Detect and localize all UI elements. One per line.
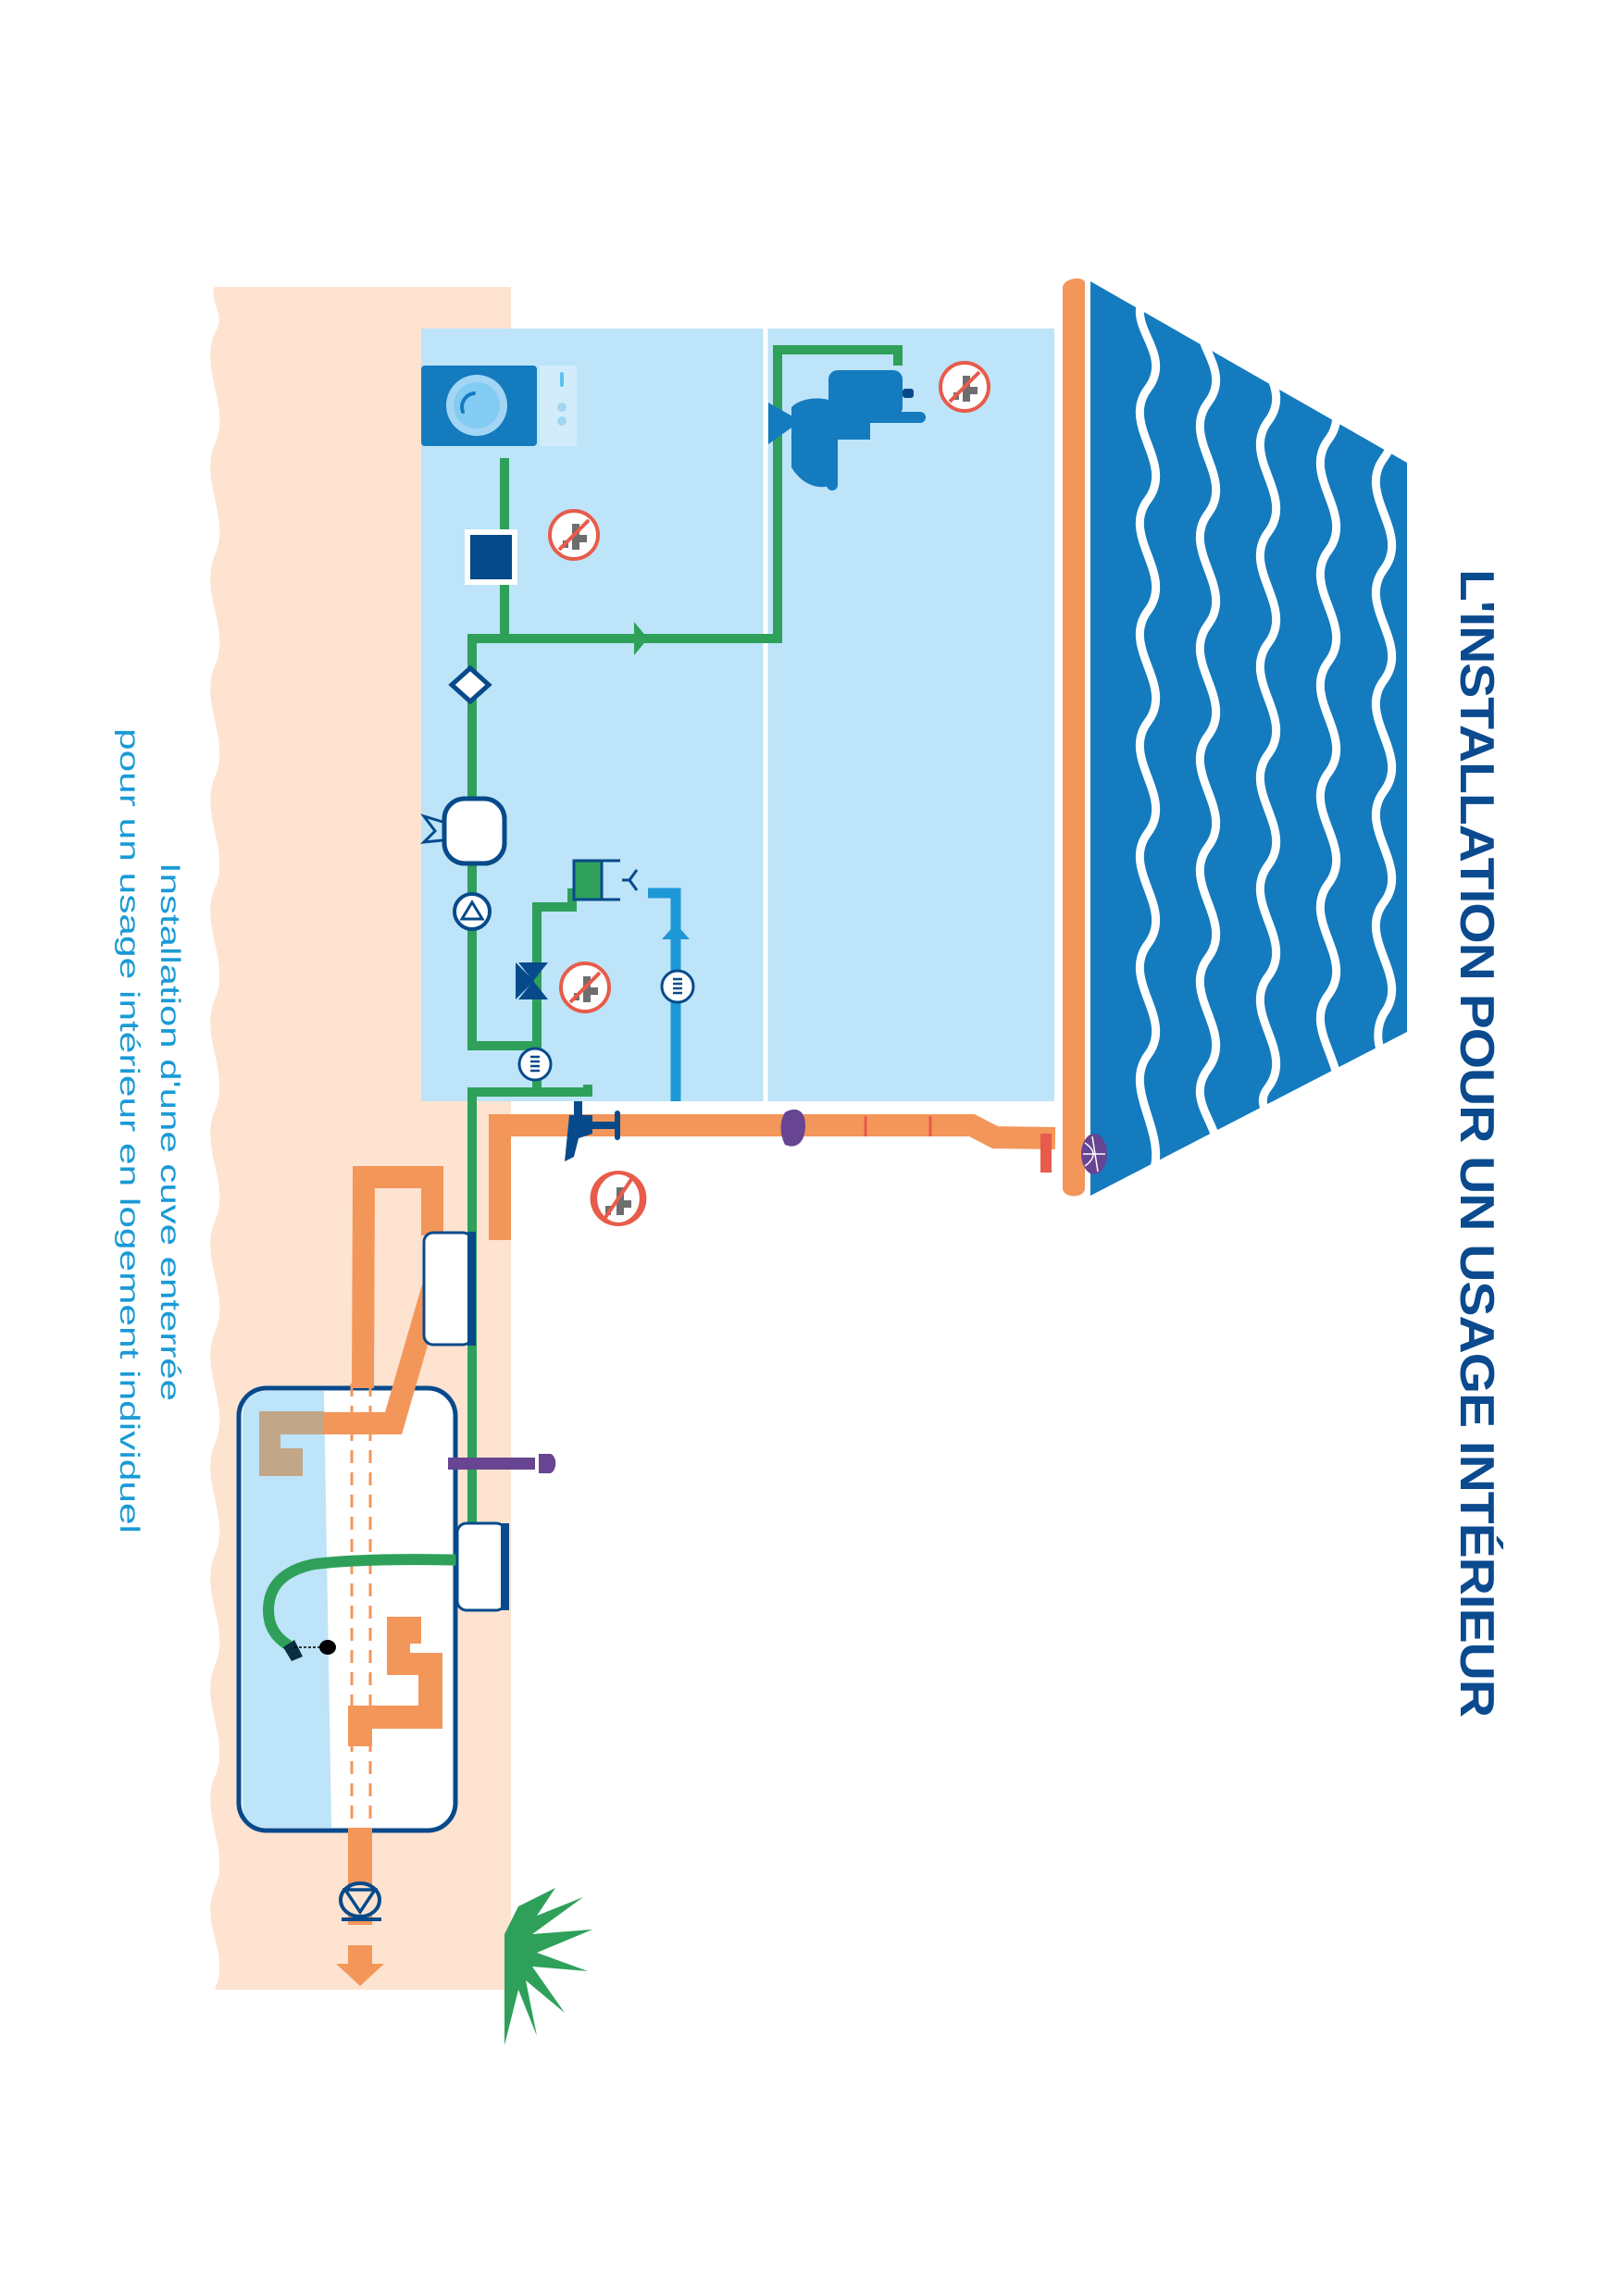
page-title: L'INSTALLATION POUR UN USAGE INTÉRIEUR bbox=[1450, 569, 1503, 1717]
mains-flow-arrow-icon bbox=[662, 924, 690, 939]
manhole-icon bbox=[422, 1231, 476, 1347]
gutter bbox=[1063, 278, 1085, 1197]
anti-return-valve-icon bbox=[339, 1881, 381, 1921]
plant-icon bbox=[504, 1888, 592, 2045]
overflow-siphon-icon bbox=[348, 1617, 442, 1746]
mains-water-pipe bbox=[648, 887, 681, 1101]
floating-suction-icon bbox=[283, 1640, 303, 1661]
leaf-guard-icon bbox=[1081, 1134, 1107, 1174]
non-potable-water-sign-icon bbox=[939, 361, 990, 413]
inlet-filter-icon bbox=[259, 1411, 324, 1476]
manhole-icon bbox=[455, 1521, 509, 1612]
roof-waves bbox=[1135, 287, 1397, 1189]
downpipe-filter-icon bbox=[780, 1109, 805, 1147]
outflow-arrow-icon bbox=[336, 1945, 384, 1986]
subtitle-line-1: Installation d'une cuve enterrée bbox=[155, 863, 185, 1401]
washing-machine-icon bbox=[421, 366, 577, 446]
vent-pipe-icon bbox=[448, 1454, 556, 1473]
non-potable-water-sign-icon bbox=[559, 962, 611, 1013]
control-box-icon bbox=[465, 529, 517, 585]
downpipe-coupling bbox=[1040, 1134, 1052, 1173]
non-potable-water-sign-icon bbox=[590, 1171, 647, 1226]
non-potable-water-sign-icon bbox=[548, 509, 600, 561]
roof bbox=[1090, 281, 1407, 1196]
toilet-icon bbox=[768, 370, 926, 490]
outdoor-tap-icon bbox=[565, 1101, 620, 1161]
pressure-tank-icon bbox=[419, 796, 507, 866]
water-meter-icon bbox=[660, 969, 695, 1004]
backflow-disconnector-icon bbox=[572, 859, 639, 901]
subtitle-line-2: pour un usage intérieur en logement indi… bbox=[114, 728, 144, 1533]
floating-suction-hose bbox=[262, 1541, 478, 1651]
downpipe bbox=[489, 1114, 1056, 1240]
overflow-pipe-loop bbox=[352, 1166, 443, 1389]
three-way-valve-icon bbox=[516, 962, 548, 999]
rainwater-distribution-pipe bbox=[467, 345, 903, 1050]
pump-icon bbox=[453, 892, 492, 931]
check-valve-icon bbox=[448, 664, 492, 705]
water-meter-icon bbox=[517, 1047, 553, 1082]
flow-arrow-icon bbox=[634, 622, 648, 655]
float-ball bbox=[319, 1640, 336, 1655]
